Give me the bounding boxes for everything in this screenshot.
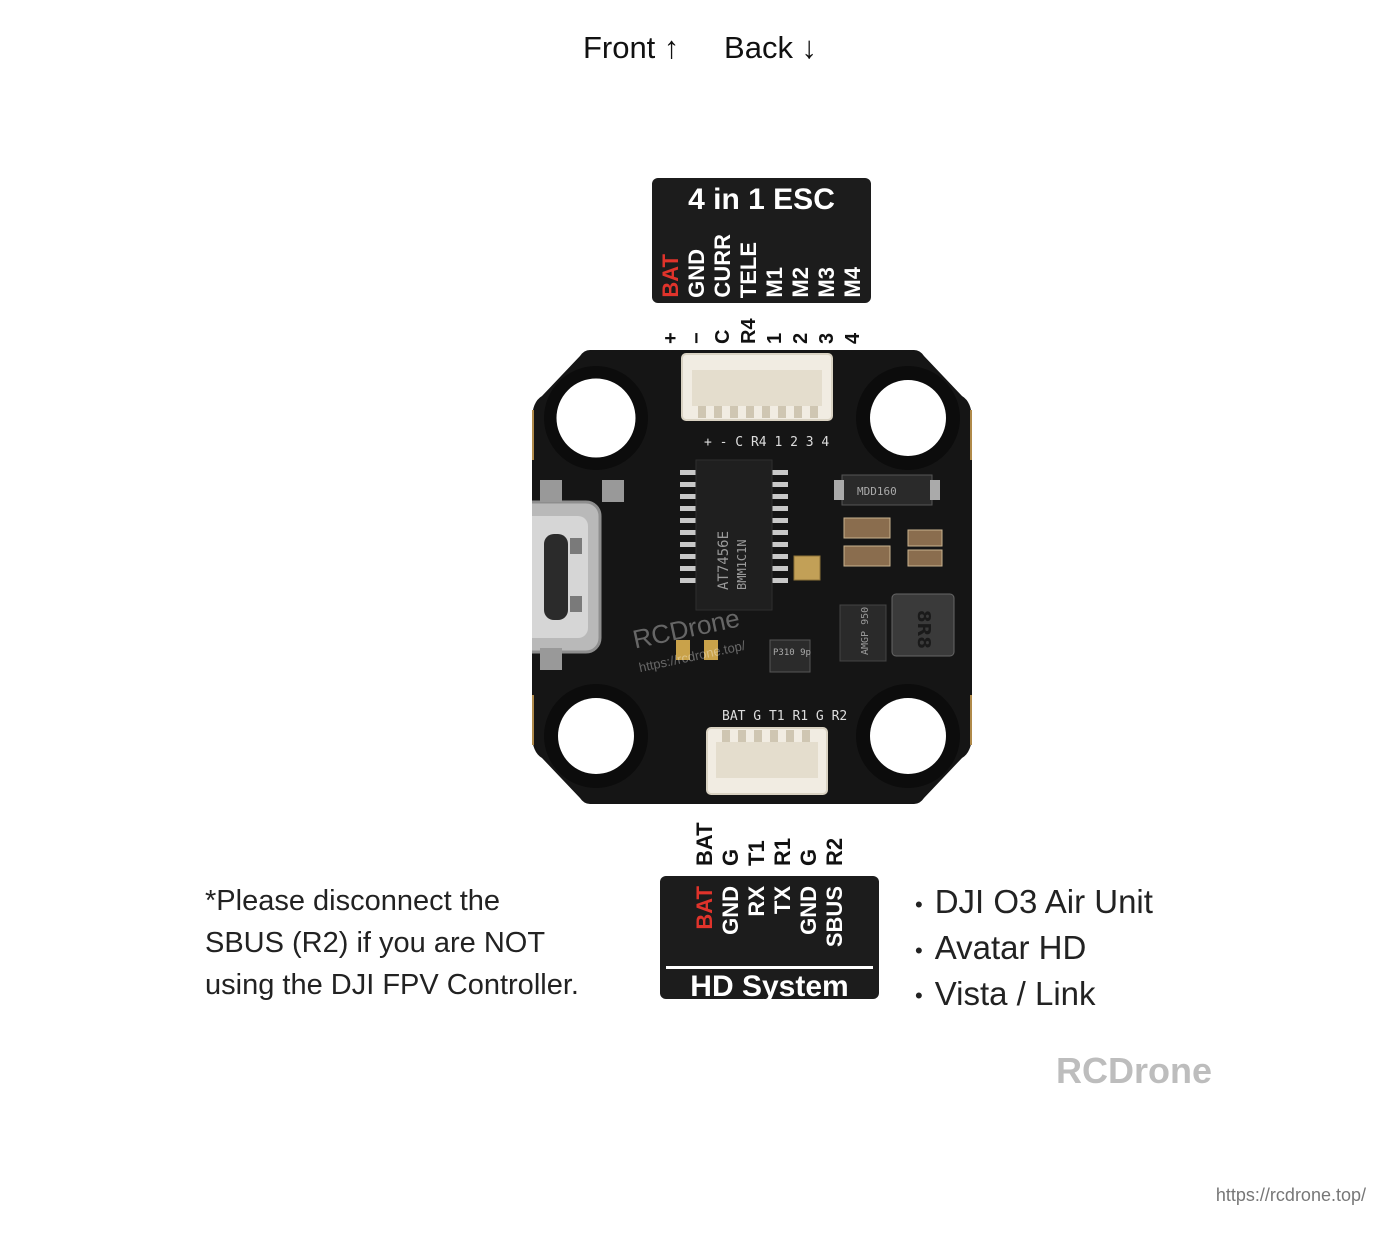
hd-pin-marks: BAT G T1 R1 G R2 [660, 816, 879, 866]
mount-hole [544, 684, 648, 788]
esc-pin-mark: 1 [763, 332, 786, 344]
system-item: •Avatar HD [915, 928, 1087, 966]
esc-pin-mark: − [685, 332, 708, 344]
site-url: https://rcdrone.top/ [1215, 1185, 1366, 1205]
esc-pin-labels: BAT GND CURR TELE M1 M2 M3 M4 [652, 218, 871, 304]
hd-pin-mark: T1 [743, 840, 769, 866]
esc-label: CURR [709, 234, 735, 298]
mdd-chip: MDD160 [834, 474, 940, 506]
p310-chip: P310 9p [769, 639, 811, 673]
hd-pin-mark: G [795, 848, 821, 866]
esc-title: 4 in 1 ESC [688, 183, 835, 216]
capacitors [676, 517, 943, 660]
silk-top: + - C R4 1 2 3 4 [704, 435, 829, 450]
hd-label: BAT [691, 886, 717, 930]
note-line: SBUS (R2) if you are NOT [205, 927, 546, 959]
esc-label: M2 [787, 267, 813, 298]
esc-label: TELE [735, 241, 761, 298]
esc-label-box: 4 in 1 ESC BAT GND CURR TELE M1 M2 M3 M4 [652, 178, 871, 303]
esc-label: M3 [813, 267, 839, 298]
hd-label: TX [769, 886, 795, 915]
mount-hole [856, 684, 960, 788]
mount-hole [544, 366, 648, 470]
esc-pin-mark: C [711, 329, 734, 344]
front-label: Front ↑ [582, 30, 680, 65]
bullet-icon: • [915, 937, 923, 963]
compatible-systems-list: •DJI O3 Air Unit •Avatar HD •Vista / Lin… [915, 880, 1153, 1017]
hd-label: GND [717, 886, 743, 935]
system-item: •Vista / Link [915, 974, 1096, 1012]
system-item: •DJI O3 Air Unit [915, 883, 1153, 920]
esc-pin-mark: R4 [737, 318, 760, 344]
esc-label: BAT [657, 254, 683, 298]
hd-label-box: BAT GND RX TX GND SBUS HD System [660, 876, 879, 1003]
sbus-note: *Please disconnect the SBUS (R2) if you … [205, 880, 635, 1006]
osd-chip: AT7456E BMM1C1N [680, 459, 788, 611]
amgp-chip: AMGP 950 [839, 604, 887, 662]
chip-marking: MDD160 [857, 485, 897, 498]
chip-marking: AT7456E [716, 531, 732, 590]
bullet-icon: • [915, 891, 923, 917]
chip-marking: AMGP 950 [860, 607, 871, 655]
hd-label: SBUS [821, 886, 847, 948]
silk-bottom: BAT G T1 R1 G R2 [722, 709, 847, 724]
inductor: 8R8 [891, 593, 955, 657]
hd-pin-labels: BAT GND RX TX GND SBUS [660, 876, 879, 966]
hd-pin-mark: BAT [691, 822, 717, 866]
note-line: using the DJI FPV Controller. [205, 969, 579, 1001]
hd-label: GND [795, 886, 821, 935]
orientation-legend: Front ↑ Back ↓ [0, 30, 1400, 66]
bullet-icon: • [915, 983, 923, 1009]
flight-controller-board: + - C R4 1 2 3 4 BAT G T1 R1 G R2 [532, 350, 972, 804]
hd-pin-mark: G [717, 848, 743, 866]
mount-hole [856, 366, 960, 470]
esc-pin-mark: 4 [841, 332, 864, 344]
chip-marking: P310 9p [773, 648, 811, 658]
hd-pin-mark: R2 [821, 837, 847, 866]
hd-connector [706, 727, 828, 795]
crystal [793, 555, 821, 581]
note-line: *Please disconnect the [205, 885, 501, 917]
esc-pin-mark: 2 [789, 332, 812, 344]
chip-marking: BMM1C1N [735, 539, 749, 590]
usb-c-port [532, 500, 602, 654]
esc-label: M4 [839, 267, 865, 298]
hd-title: HD System [666, 966, 873, 1005]
hd-pin-mark: R1 [769, 837, 795, 866]
brand-watermark: RCDrone [1056, 1050, 1213, 1091]
esc-pin-mark: + [659, 332, 682, 344]
esc-label: GND [683, 249, 709, 298]
hd-label: RX [743, 886, 769, 917]
esc-pin-mark: 3 [815, 332, 838, 344]
esc-connector [681, 353, 833, 421]
esc-pin-marks: + − C R4 1 2 3 4 [652, 308, 871, 344]
esc-label: M1 [761, 267, 787, 298]
chip-marking: 8R8 [913, 610, 934, 649]
back-label: Back ↓ [724, 30, 818, 65]
